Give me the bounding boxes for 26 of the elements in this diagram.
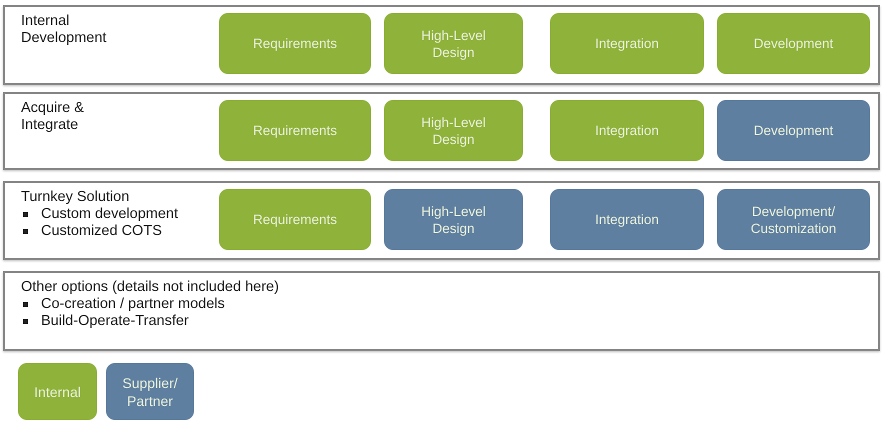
phase-box: Integration [550,100,704,161]
phase-box: Requirements [219,13,371,74]
phase-box: High-Level Design [384,13,523,74]
option-panel [3,271,880,351]
option-panel [3,181,880,260]
legend-swatch: Internal [18,363,97,420]
option-title: Other options (details not included here) [21,279,280,296]
phase-box: High-Level Design [384,189,523,250]
phase-box: Requirements [219,189,371,250]
option-title: Internal Development [21,13,108,47]
phase-box: Development [717,13,870,74]
bullet-item: Build-Operate-Transfer [21,313,189,330]
phase-box: Integration [550,189,704,250]
option-title: Acquire & Integrate [21,100,85,134]
bullet-item: Custom development [21,206,178,223]
phase-box: High-Level Design [384,100,523,161]
bullet-item: Co-creation / partner models [21,296,225,313]
option-title: Turnkey Solution [21,189,130,206]
phase-box: Development/ Customization [717,189,870,250]
option-panel [3,92,880,170]
bullet-item: Customized COTS [21,223,162,240]
phase-box: Integration [550,13,704,74]
phase-box: Requirements [219,100,371,161]
phase-box: Development [717,100,870,161]
legend-swatch: Supplier/ Partner [106,363,194,420]
option-panel [3,5,880,85]
